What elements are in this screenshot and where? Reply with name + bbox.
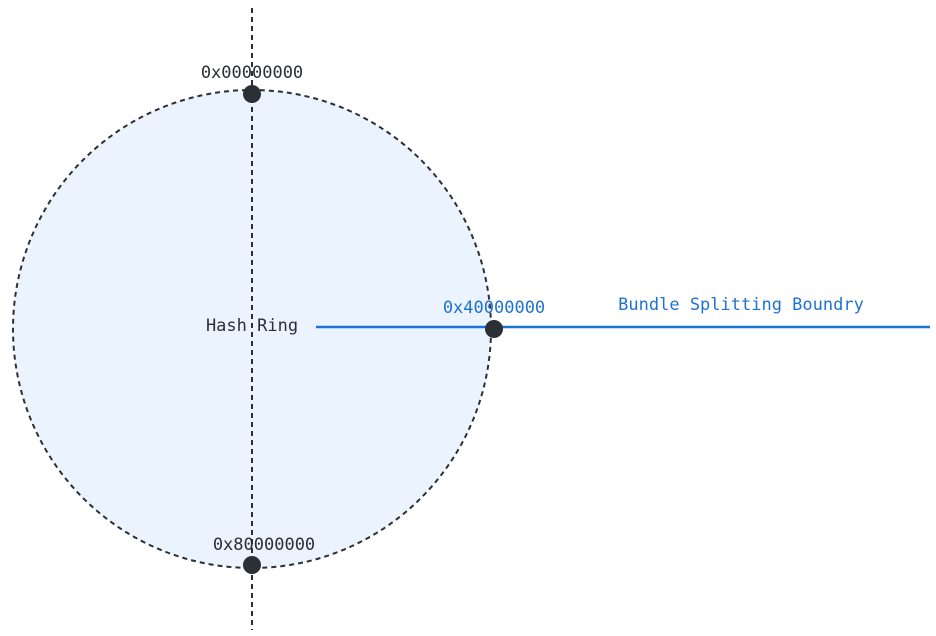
ring-point-bottom <box>243 556 261 574</box>
ring-point-top <box>243 85 261 103</box>
bottom-point-label: 0x80000000 <box>213 535 315 555</box>
top-point-label: 0x00000000 <box>201 63 303 83</box>
boundary-label: Bundle Splitting Boundry <box>618 295 864 315</box>
right-point-label: 0x40000000 <box>443 298 545 318</box>
ring-point-right <box>485 320 503 338</box>
ring-label: Hash Ring <box>206 316 298 336</box>
